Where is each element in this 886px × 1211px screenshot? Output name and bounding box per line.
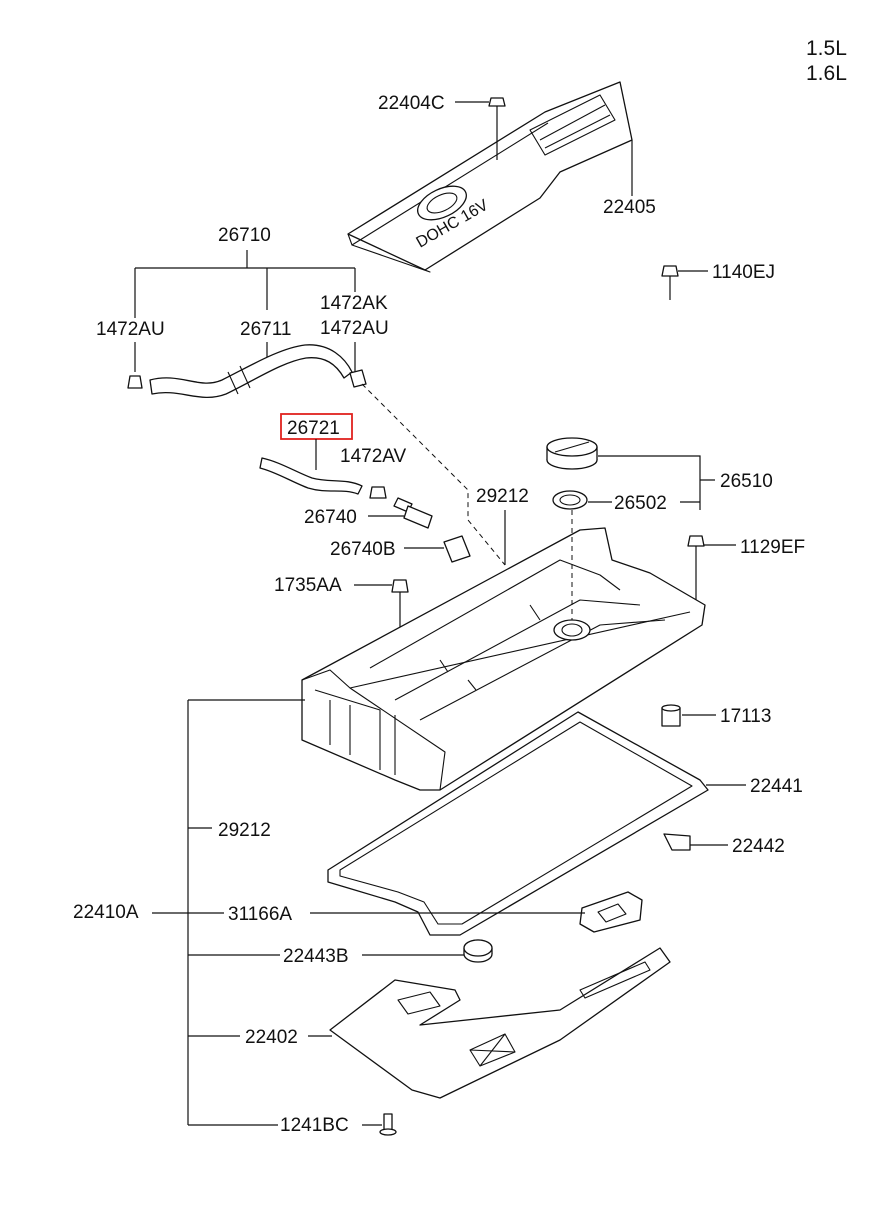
label-26740b: 26740B (330, 539, 396, 560)
grommet-26740b (404, 535, 471, 563)
engine-size-1: 1.5L (806, 37, 847, 60)
plate-gasket-22402 (329, 947, 671, 1099)
label-26502: 26502 (614, 493, 667, 514)
label-17113: 17113 (720, 706, 771, 727)
clamp-1472av (369, 486, 387, 499)
label-26710: 26710 (218, 225, 271, 246)
label-22442: 22442 (732, 836, 785, 857)
label-22402: 22402 (245, 1027, 298, 1048)
screw-1241bc (362, 1113, 397, 1136)
bolt-1140ej (661, 265, 708, 300)
engine-size-2: 1.6L (806, 62, 847, 85)
oil-cap-seal-26502 (552, 490, 588, 510)
hose-26721 (259, 457, 363, 495)
gasket-22441 (327, 711, 709, 936)
label-22441: 22441 (750, 776, 803, 797)
pcv-valve-26740 (368, 497, 433, 529)
label-1472av: 1472AV (340, 446, 407, 467)
engine-cover: DOHC 16V (347, 81, 633, 273)
label-26510: 26510 (720, 471, 773, 492)
valve-cover-29212 (301, 510, 706, 791)
oil-filler-cap-26510 (546, 437, 598, 470)
label-1472au-left: 1472AU (96, 319, 165, 340)
label-26740: 26740 (304, 507, 357, 528)
label-1129ef: 1129EF (740, 537, 805, 558)
label-26721: 26721 (287, 418, 340, 439)
label-22405: 22405 (603, 197, 656, 218)
bolt-1129ef (687, 535, 736, 600)
hose-26711 (127, 344, 367, 398)
label-26711: 26711 (240, 319, 291, 340)
label-22443b: 22443B (283, 946, 349, 967)
label-29212-top: 29212 (476, 486, 529, 507)
label-1735aa: 1735AA (274, 575, 342, 596)
label-29212-left: 29212 (218, 820, 271, 841)
label-1472ak: 1472AK (320, 293, 388, 314)
seal-22443b (362, 939, 493, 963)
seal-22442 (663, 833, 728, 851)
label-1241bc: 1241BC (280, 1115, 349, 1136)
label-31166a: 31166A (228, 904, 292, 925)
baffle-31166a (579, 891, 643, 933)
label-1140ej: 1140EJ (712, 262, 775, 283)
bolt-22404c (455, 97, 506, 160)
label-1472au-right: 1472AU (320, 318, 389, 339)
label-22404c: 22404C (378, 93, 445, 114)
label-22410a: 22410A (73, 902, 139, 923)
plug-17113 (661, 704, 716, 727)
